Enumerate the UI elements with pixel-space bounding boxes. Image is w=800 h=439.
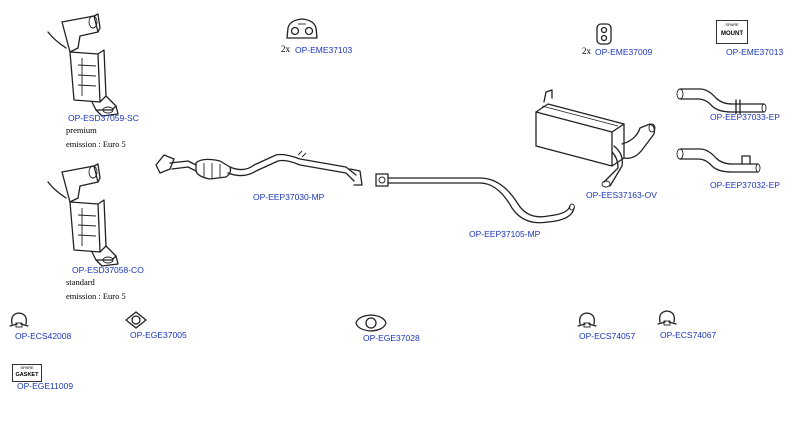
rubber-mount-b-code[interactable]: OP-EME37009 xyxy=(595,47,653,57)
front-pipe-image[interactable] xyxy=(150,145,370,195)
rubber-mount-a-qty: 2x xyxy=(281,44,290,54)
rubber-mount-b-qty: 2x xyxy=(582,46,591,56)
tail-pipe-2-code[interactable]: OP-EEP37032-EP xyxy=(710,180,780,190)
gasket-box-code[interactable]: OP-EGE11009 xyxy=(17,381,74,391)
dpf-premium-image[interactable] xyxy=(40,10,130,120)
clamp-2-image[interactable] xyxy=(576,310,598,330)
clamp-3-code[interactable]: OP-ECS74067 xyxy=(660,330,717,340)
dpf-standard-image[interactable] xyxy=(40,160,130,270)
gasket-2-code[interactable]: OP-EGE37028 xyxy=(363,333,420,343)
dpf-premium-code[interactable]: OP-ESD37059-SC xyxy=(68,113,139,123)
gasket-2-image[interactable] xyxy=(354,312,388,334)
middle-pipe-code[interactable]: OP-EEP37105-MP xyxy=(469,229,541,239)
rear-silencer-code[interactable]: OP-EES37163-OV xyxy=(586,190,657,200)
gasket-box-label: GASKET xyxy=(15,372,39,378)
clamp-3-image[interactable] xyxy=(656,308,678,328)
clamp-1-code[interactable]: OP-ECS42008 xyxy=(15,331,72,341)
middle-pipe-image[interactable] xyxy=(372,168,582,230)
rubber-mount-a-code[interactable]: OP-EME37103 xyxy=(295,45,353,55)
mount-box-code[interactable]: OP-EME37013 xyxy=(726,47,784,57)
gasket-box-small-text: SPARE xyxy=(20,365,34,370)
gasket-1-code[interactable]: OP-EGE37005 xyxy=(130,330,187,340)
tail-pipe-1-code[interactable]: OP-EEP37033-EP xyxy=(710,112,780,122)
clamp-2-code[interactable]: OP-ECS74057 xyxy=(579,331,636,341)
rubber-mount-b-image[interactable] xyxy=(594,22,614,46)
mount-box-label: MOUNT xyxy=(721,31,743,37)
mount-box-small-text: SPARE xyxy=(725,22,739,27)
dpf-standard-code[interactable]: OP-ESD37058-CO xyxy=(72,265,144,275)
rubber-mount-a-image[interactable] xyxy=(284,16,320,42)
front-pipe-code[interactable]: OP-EEP37030-MP xyxy=(253,192,325,202)
gasket-1-image[interactable] xyxy=(124,310,148,330)
rear-silencer-image[interactable] xyxy=(522,84,662,190)
dpf-standard-variant: standard xyxy=(66,277,95,287)
dpf-standard-emission: emission : Euro 5 xyxy=(66,291,126,301)
dpf-premium-emission: emission : Euro 5 xyxy=(66,139,126,149)
dpf-premium-variant: premium xyxy=(66,125,97,135)
tail-pipe-1-image[interactable] xyxy=(674,84,770,114)
gasket-box-image[interactable]: SPARE GASKET xyxy=(12,364,42,382)
tail-pipe-2-image[interactable] xyxy=(674,144,770,180)
clamp-1-image[interactable] xyxy=(8,310,30,330)
mount-box-image[interactable]: SPARE MOUNT xyxy=(716,20,748,44)
